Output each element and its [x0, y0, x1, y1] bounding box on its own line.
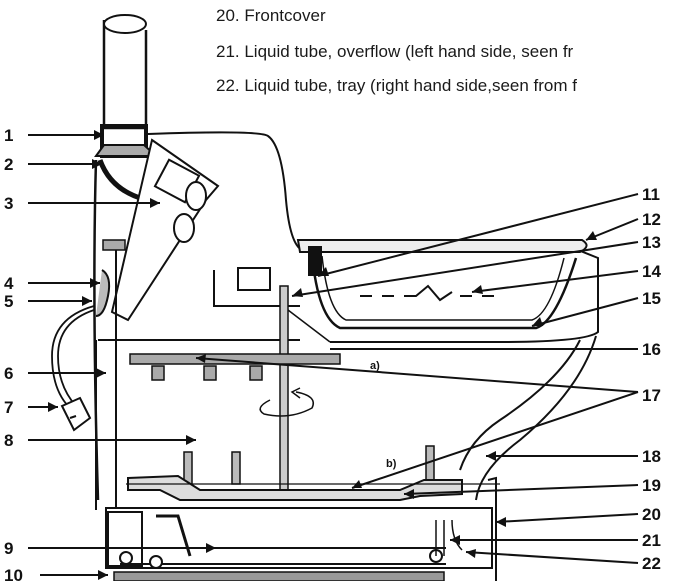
- callout-6: 6: [4, 364, 13, 383]
- callout-8: 8: [4, 431, 13, 450]
- callout-7: 7: [4, 398, 13, 417]
- vent-pipe: [102, 14, 148, 130]
- legend-item-20: 20. Frontcover: [216, 6, 326, 25]
- callout-17: 17: [642, 386, 661, 405]
- callout-21: 21: [642, 531, 661, 550]
- power-plug-icon: [60, 396, 92, 432]
- callout-3: 3: [4, 194, 13, 213]
- legend-item-22: 22. Liquid tube, tray (right hand side,s…: [216, 76, 577, 95]
- callout-15: 15: [642, 289, 661, 308]
- callout-19: 19: [642, 476, 661, 495]
- callout-12: 12: [642, 210, 661, 229]
- legend-item-21: 21. Liquid tube, overflow (left hand sid…: [216, 42, 574, 61]
- toilet-body: [93, 131, 599, 510]
- callout-9: 9: [4, 539, 13, 558]
- callout-1: 1: [4, 126, 13, 145]
- lower-plate: [126, 445, 500, 501]
- callout-10: 10: [4, 566, 23, 581]
- callout-22: 22: [642, 554, 661, 573]
- inclined-heater: [95, 138, 220, 322]
- toilet-bowl: [296, 239, 588, 330]
- callout-11: 11: [642, 185, 660, 204]
- collection-tray: [105, 476, 497, 581]
- callout-16: 16: [642, 340, 661, 359]
- callout-4: 4: [4, 274, 14, 293]
- left-rod: [102, 239, 126, 508]
- callout-13: 13: [642, 233, 661, 252]
- callout-18: 18: [642, 447, 661, 466]
- callout-2: 2: [4, 155, 13, 174]
- power-cord: [51, 305, 95, 411]
- callout-5: 5: [4, 292, 13, 311]
- left-callouts: 1 2 3 4 5 6 7 8 9: [4, 126, 216, 581]
- rotation-arrow-icon: [259, 387, 314, 417]
- callout-20: 20: [642, 505, 661, 524]
- annotation-b: b): [386, 458, 397, 470]
- annotation-a: a): [370, 360, 380, 372]
- callout-14: 14: [642, 262, 661, 281]
- right-callouts: 11 12 13 14 15 16 17 18 1: [195, 185, 661, 573]
